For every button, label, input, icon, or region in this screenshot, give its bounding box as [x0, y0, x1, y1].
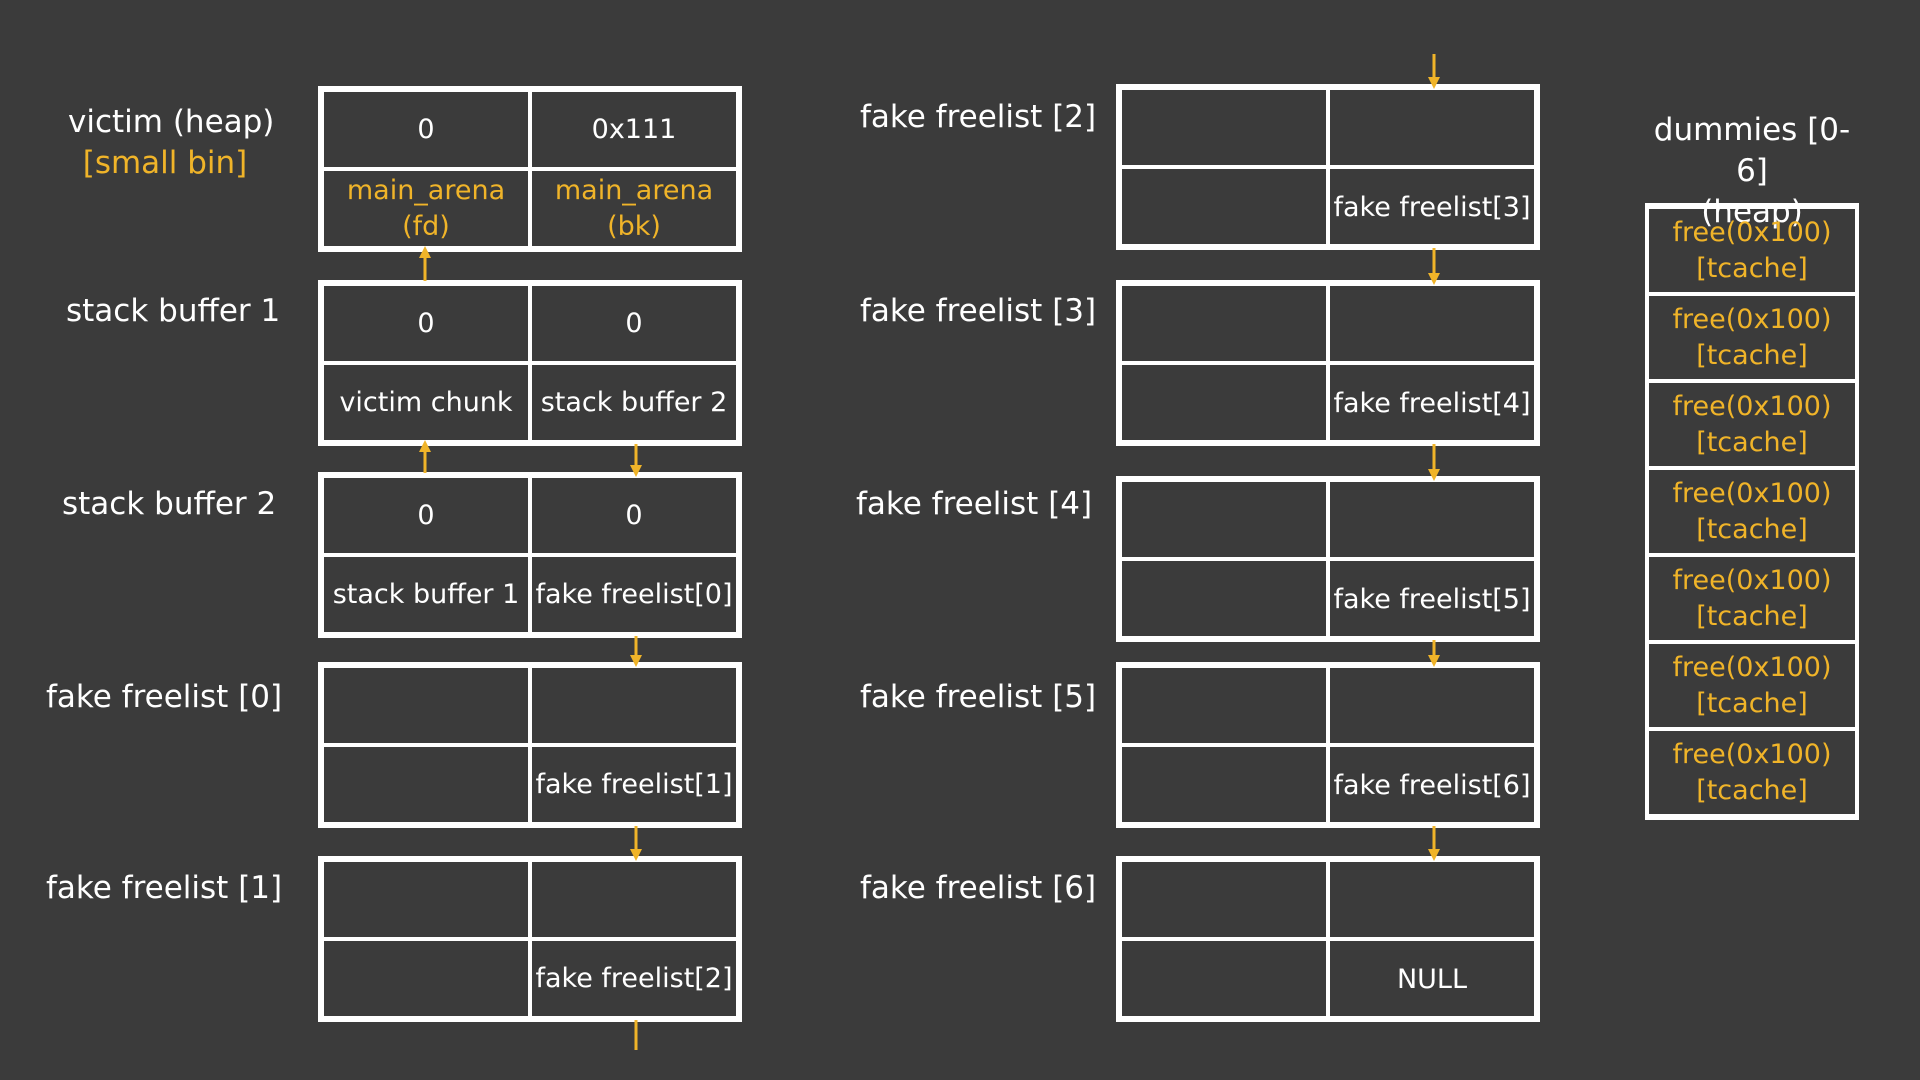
- chunk-cell: [1120, 480, 1328, 559]
- fake-freelist-5-chunk: fake freelist[6]: [1116, 662, 1540, 828]
- chunk-cell: fake freelist[3]: [1328, 167, 1536, 246]
- chunk-cell: [1328, 284, 1536, 363]
- victim-label: victim (heap) [small bin]: [68, 102, 275, 184]
- chunk-cell: 0x111: [530, 90, 738, 169]
- chunk-cell: [1120, 88, 1328, 167]
- chunk-cell: [530, 666, 738, 745]
- dummy-chunk: free(0x100) [tcache]: [1649, 381, 1855, 468]
- chunk-cell: [1328, 860, 1536, 939]
- fake-freelist-0-label: fake freelist [0]: [46, 679, 283, 715]
- chunk-cell: [1120, 167, 1328, 246]
- chunk-cell: fake freelist[5]: [1328, 559, 1536, 638]
- chunk-cell: [1120, 363, 1328, 442]
- victim-chunk: 0 0x111 main_arena (fd) main_arena (bk): [318, 86, 742, 252]
- chunk-cell: fake freelist[1]: [530, 745, 738, 824]
- stack-buffer-2-chunk: 0 0 stack buffer 1 fake freelist[0]: [318, 472, 742, 638]
- dummies-stack: free(0x100) [tcache] free(0x100) [tcache…: [1645, 203, 1859, 820]
- fake-freelist-0-chunk: fake freelist[1]: [318, 662, 742, 828]
- chunk-cell: 0: [530, 476, 738, 555]
- chunk-cell: [322, 745, 530, 824]
- dummies-label: dummies [0-6] (heap): [1653, 112, 1851, 230]
- chunk-cell: main_arena (bk): [530, 169, 738, 248]
- chunk-cell: [322, 860, 530, 939]
- fake-freelist-4-label: fake freelist [4]: [856, 486, 1093, 522]
- fake-freelist-6-label: fake freelist [6]: [860, 870, 1097, 906]
- fake-freelist-2-label: fake freelist [2]: [860, 99, 1097, 135]
- chunk-cell: [322, 666, 530, 745]
- chunk-cell: [322, 939, 530, 1018]
- chunk-cell: [1120, 559, 1328, 638]
- chunk-cell: fake freelist[6]: [1328, 745, 1536, 824]
- chunk-cell: 0: [530, 284, 738, 363]
- chunk-cell: stack buffer 1: [322, 555, 530, 634]
- chunk-cell: [1120, 284, 1328, 363]
- chunk-cell: stack buffer 2: [530, 363, 738, 442]
- dummy-chunk: free(0x100) [tcache]: [1649, 642, 1855, 729]
- chunk-cell: 0: [322, 284, 530, 363]
- fake-freelist-2-chunk: fake freelist[3]: [1116, 84, 1540, 250]
- dummy-chunk: free(0x100) [tcache]: [1649, 729, 1855, 816]
- chunk-cell: fake freelist[4]: [1328, 363, 1536, 442]
- fake-freelist-1-label: fake freelist [1]: [46, 870, 283, 906]
- chunk-cell: fake freelist[0]: [530, 555, 738, 634]
- fake-freelist-3-label: fake freelist [3]: [860, 293, 1097, 329]
- victim-subtitle: [small bin]: [82, 145, 248, 181]
- chunk-cell: NULL: [1328, 939, 1536, 1018]
- chunk-cell: [1120, 860, 1328, 939]
- chunk-cell: [1328, 666, 1536, 745]
- fake-freelist-6-chunk: NULL: [1116, 856, 1540, 1022]
- stack-buffer-2-label: stack buffer 2: [62, 486, 277, 522]
- chunk-cell: [530, 860, 738, 939]
- dummy-chunk: free(0x100) [tcache]: [1649, 555, 1855, 642]
- fake-freelist-3-chunk: fake freelist[4]: [1116, 280, 1540, 446]
- chunk-cell: [1120, 745, 1328, 824]
- chunk-cell: 0: [322, 90, 530, 169]
- fake-freelist-4-chunk: fake freelist[5]: [1116, 476, 1540, 642]
- dummy-chunk: free(0x100) [tcache]: [1649, 207, 1855, 294]
- chunk-cell: fake freelist[2]: [530, 939, 738, 1018]
- fake-freelist-5-label: fake freelist [5]: [860, 679, 1097, 715]
- fake-freelist-1-chunk: fake freelist[2]: [318, 856, 742, 1022]
- chunk-cell: [1120, 939, 1328, 1018]
- chunk-cell: [1120, 666, 1328, 745]
- dummy-chunk: free(0x100) [tcache]: [1649, 468, 1855, 555]
- chunk-cell: 0: [322, 476, 530, 555]
- chunk-cell: [1328, 480, 1536, 559]
- victim-title: victim (heap): [68, 104, 275, 140]
- dummy-chunk: free(0x100) [tcache]: [1649, 294, 1855, 381]
- stack-buffer-1-label: stack buffer 1: [66, 293, 281, 329]
- chunk-cell: [1328, 88, 1536, 167]
